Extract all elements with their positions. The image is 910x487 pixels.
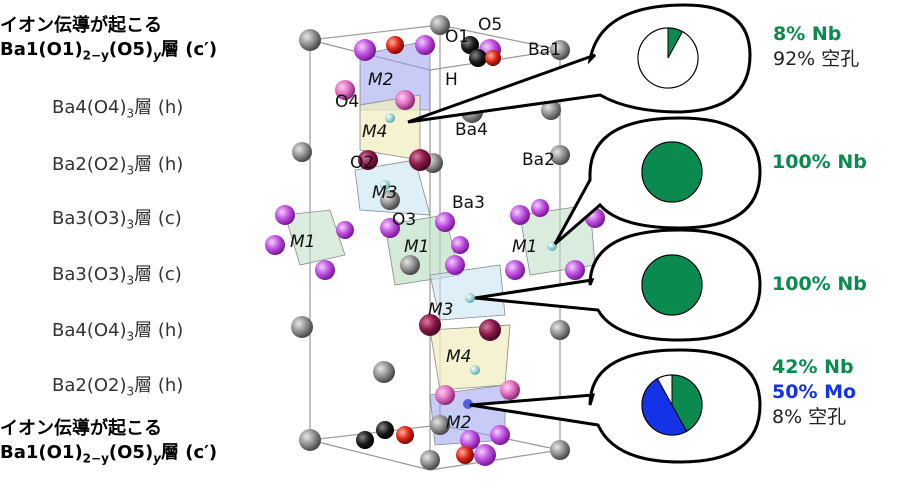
label-m1-left: M1 — [290, 232, 315, 252]
o5-h-clusters — [356, 36, 501, 464]
label-m4-top: M4 — [362, 122, 387, 142]
pie-slice-M2-Mo — [641, 378, 688, 436]
label-m1-right: M1 — [512, 237, 537, 257]
occupancy-m3: 100% Nb — [772, 151, 867, 173]
label-o1: O1 — [445, 27, 469, 47]
label-o3: O3 — [392, 210, 416, 230]
label-m3-top: M3 — [372, 183, 397, 203]
layer-label-h1: Ba4(O4)3層 (h) — [52, 97, 184, 121]
atom-labels: O1 O5 Ba1 H M2 O4 M4 Ba4 O2 Ba2 M3 Ba3 O… — [290, 15, 561, 433]
label-m4-low: M4 — [446, 347, 471, 367]
label-h: H — [445, 70, 458, 90]
layer-label-c-prime-bottom: イオン伝導が起こる Ba1(O1)2−y(O5)y層 (c′) — [0, 418, 218, 466]
label-o2: O2 — [350, 153, 374, 173]
label-m1-center: M1 — [404, 237, 429, 257]
pie-slice-M2-vacancy — [656, 374, 673, 406]
label-ba3: Ba3 — [452, 193, 485, 213]
occupancy-pies — [637, 27, 703, 436]
m-sites — [380, 113, 557, 409]
layer-label-h2: Ba2(O2)3層 (h) — [52, 154, 184, 178]
pie-slice-M4-vacancy — [637, 27, 699, 89]
label-ba1: Ba1 — [528, 40, 561, 60]
o-atoms — [265, 35, 605, 466]
occupancy-m2: 42% Nb 50% Mo 8% 空孔 — [772, 356, 857, 428]
pie-slice-M1-Nb — [641, 254, 703, 316]
layer-label-c2: Ba3(O3)3層 (c) — [52, 264, 182, 288]
layer-label-c-prime-top: イオン伝導が起こる Ba1(O1)2−y(O5)y層 (c′) — [0, 15, 218, 63]
label-m2-top: M2 — [368, 70, 393, 90]
occupancy-m4: 8% Nb 92% 空孔 — [773, 23, 860, 70]
label-o5: O5 — [478, 15, 502, 35]
layer-label-c1: Ba3(O3)3層 (c) — [52, 208, 182, 232]
label-ba4: Ba4 — [455, 120, 488, 140]
label-ba2: Ba2 — [522, 150, 555, 170]
pie-slice-M3-Nb — [641, 141, 703, 203]
pie-slice-M2-Nb — [671, 374, 703, 432]
layer-title: イオン伝導が起こる — [0, 15, 162, 36]
occupancy-m1: 100% Nb — [772, 273, 867, 295]
layer-label-h4: Ba2(O2)3層 (h) — [52, 375, 184, 399]
ba-atoms — [291, 15, 570, 470]
label-o4: O4 — [335, 92, 359, 112]
layer-label-h3: Ba4(O4)3層 (h) — [52, 320, 184, 344]
label-m2-low: M2 — [446, 413, 471, 433]
label-m3-mid: M3 — [428, 300, 453, 320]
